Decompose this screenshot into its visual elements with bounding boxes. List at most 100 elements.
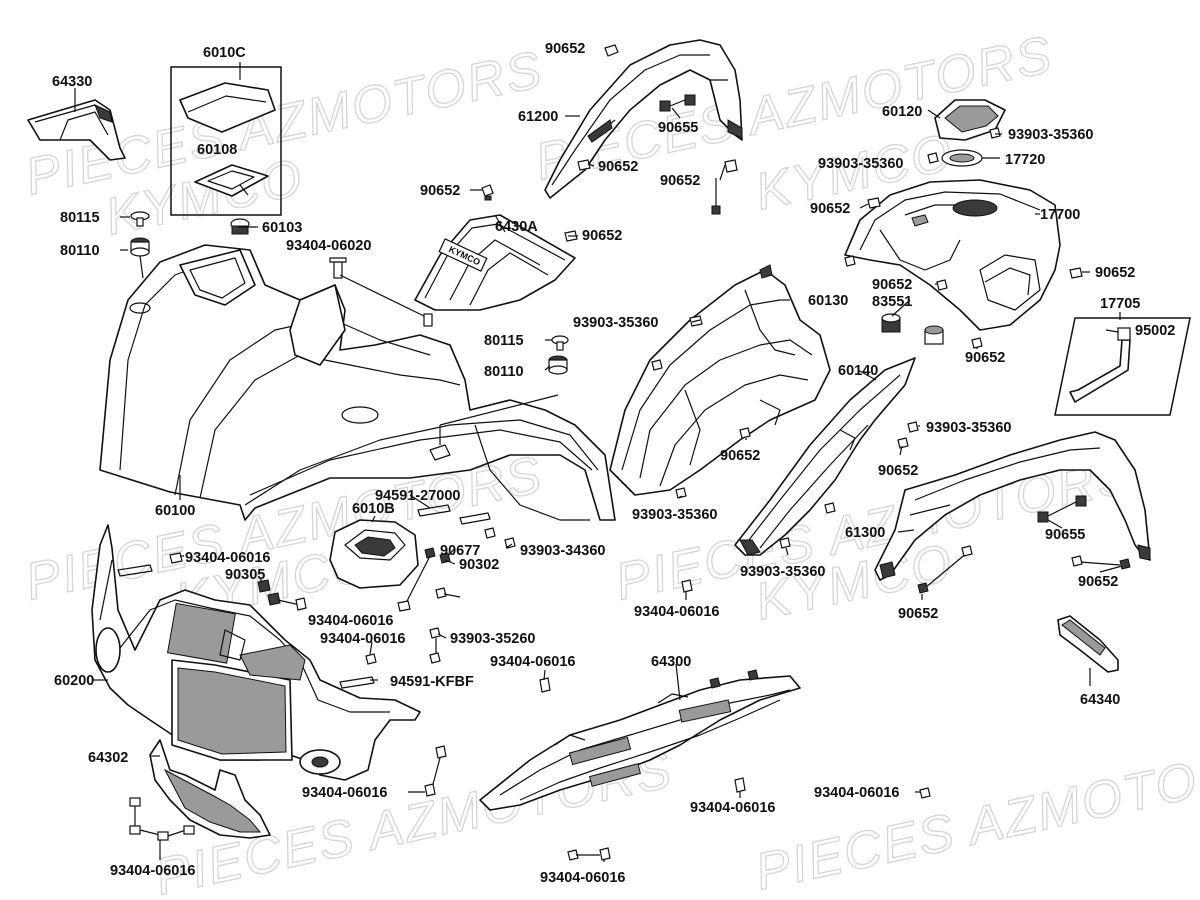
part-90655-clips-top — [659, 94, 696, 112]
part-80110-left — [130, 237, 150, 257]
part-64300-skid-plate — [479, 669, 801, 811]
part-83551-dampers — [881, 313, 944, 345]
label-93404-06016-d: 93404-06016 — [320, 631, 405, 647]
label-93404-06016-a: 93404-06016 — [185, 550, 270, 566]
part-60108-seal — [194, 164, 269, 197]
label-80115-middle: 80115 — [484, 333, 524, 349]
label-93903-35360-f: 93903-35360 — [740, 564, 825, 580]
leader-lines — [74, 88, 1123, 862]
label-93404-06016-g: 93404-06016 — [690, 800, 775, 816]
label-80115-left: 80115 — [60, 210, 100, 226]
bolts-64300 — [567, 777, 931, 861]
label-6010B: 6010B — [352, 501, 395, 517]
label-90652-h: 90652 — [872, 277, 912, 293]
bolts-64302 — [129, 797, 195, 841]
label-60200: 60200 — [54, 673, 94, 689]
part-90655-clips-right — [1037, 495, 1087, 523]
part-6010B-box — [329, 519, 419, 589]
label-90652-d: 90652 — [420, 183, 460, 199]
label-61300: 61300 — [845, 525, 885, 541]
label-61200: 61200 — [518, 109, 558, 125]
label-94591-KFBF: 94591-KFBF — [390, 674, 474, 690]
label-93903-35260: 93903-35260 — [450, 631, 535, 647]
label-60108: 60108 — [197, 142, 237, 158]
part-60200-front-bumper — [91, 524, 421, 781]
label-93404-06016-i: 93404-06016 — [540, 870, 625, 886]
fasteners-61300 — [917, 545, 1131, 594]
label-90655-right: 90655 — [1045, 527, 1085, 543]
label-83551: 83551 — [872, 294, 912, 310]
part-60120-cap — [934, 99, 1006, 141]
bolts-mid-left — [169, 552, 693, 797]
watermark-pieces-azmotors-6: PIECES AZMOTORS — [750, 735, 1200, 900]
label-6010C: 6010C — [203, 45, 246, 61]
part-17705-hose-box — [1054, 317, 1191, 416]
part-80115-left — [130, 211, 150, 227]
label-17720: 17720 — [1005, 152, 1045, 168]
label-90655-top: 90655 — [658, 120, 698, 136]
label-90652-e: 90652 — [582, 228, 622, 244]
part-60130-inner-panel — [609, 264, 831, 496]
part-60140-side-panel — [734, 357, 916, 556]
label-90652-k: 90652 — [878, 463, 918, 479]
label-94591-27000: 94591-27000 — [375, 488, 460, 504]
fasteners-60140 — [779, 421, 919, 549]
label-60130: 60130 — [808, 293, 848, 309]
part-6010C-lid — [179, 82, 276, 133]
part-17720-ring — [941, 149, 983, 167]
part-number-labels: 64330 6010C 60108 60103 80115 80110 9340… — [52, 41, 1175, 886]
label-17700: 17700 — [1040, 207, 1080, 223]
part-6010C-box — [170, 66, 282, 216]
fasteners-17700 — [844, 197, 1083, 349]
part-64302-guard — [149, 739, 271, 839]
label-90302: 90302 — [459, 557, 499, 573]
label-90305: 90305 — [225, 567, 265, 583]
part-93404-06020-bolt — [329, 257, 433, 327]
label-93903-35360-b: 93903-35360 — [818, 156, 903, 172]
label-90652-g: 90652 — [1095, 265, 1135, 281]
label-90652-top: 90652 — [545, 41, 585, 57]
label-93903-35360-a: 93903-35360 — [1008, 127, 1093, 143]
fasteners-60130 — [651, 315, 751, 499]
label-93404-06016-b: 93404-06016 — [308, 613, 393, 629]
label-90677: 90677 — [440, 543, 480, 559]
label-6430A: 6430A — [495, 219, 538, 235]
label-60140: 60140 — [838, 363, 878, 379]
label-90652-c: 90652 — [660, 173, 700, 189]
label-93404-06016-c: 93404-06016 — [634, 604, 719, 620]
part-6430A-panel: KYMCO — [414, 214, 576, 311]
fasteners-61200 — [577, 44, 738, 215]
label-93404-06020: 93404-06020 — [286, 238, 371, 254]
label-90652-b: 90652 — [598, 159, 638, 175]
label-64330: 64330 — [52, 74, 92, 90]
part-93903-35360-top — [927, 127, 1001, 164]
part-64330-bracket — [27, 99, 126, 161]
part-64340-bracket — [1057, 615, 1119, 673]
label-64340: 64340 — [1080, 692, 1120, 708]
label-80110-middle: 80110 — [484, 364, 524, 380]
label-80110-left: 80110 — [60, 243, 100, 259]
label-60100: 60100 — [155, 503, 195, 519]
label-93903-35360-c: 93903-35360 — [573, 315, 658, 331]
part-80110-middle — [548, 355, 568, 375]
label-93404-06016-f: 93404-06016 — [302, 785, 387, 801]
label-93404-06016-e: 93404-06016 — [490, 654, 575, 670]
label-90652-j: 90652 — [720, 448, 760, 464]
part-94591-27000-decal — [417, 504, 491, 525]
hardware-6010B — [257, 527, 516, 612]
part-17700-tank-cover — [844, 179, 1061, 331]
label-64300: 64300 — [651, 654, 691, 670]
part-61200-fender-flare — [544, 39, 743, 199]
label-90652-m: 90652 — [898, 606, 938, 622]
label-60120: 60120 — [882, 104, 922, 120]
label-90652-i: 90652 — [965, 350, 1005, 366]
part-61300-fender — [874, 431, 1151, 581]
part-80115-middle — [551, 335, 569, 351]
label-17705: 17705 — [1100, 296, 1140, 312]
label-93903-34360: 93903-34360 — [520, 543, 605, 559]
part-60100-front-fender — [99, 244, 616, 521]
label-93404-06016-h: 93404-06016 — [814, 785, 899, 801]
part-94591-KFBF-decal — [117, 564, 375, 689]
